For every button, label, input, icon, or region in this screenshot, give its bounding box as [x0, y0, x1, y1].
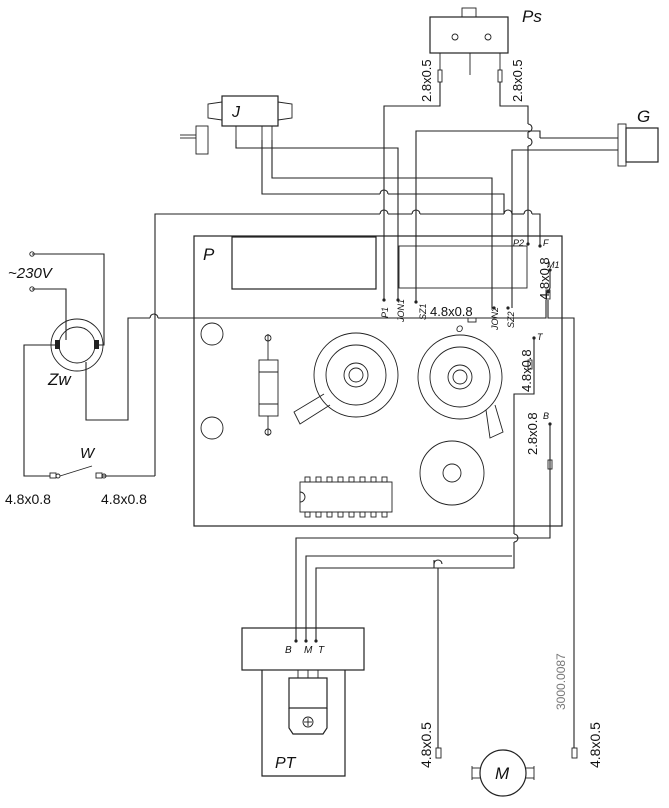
part-number-label: 3000.0087 — [554, 653, 568, 710]
supply-label: ~230V — [8, 265, 54, 282]
ic-pin — [348, 476, 355, 483]
ic-pin — [359, 511, 366, 518]
pcb-board: P — [193, 235, 563, 527]
ic-pin — [315, 476, 322, 483]
pcb-outline — [193, 235, 563, 527]
motor-right-connector-label: 4.8x0.5 — [587, 722, 603, 768]
motor-m: M — [435, 747, 578, 797]
pt-module: PT B M T — [241, 627, 365, 777]
motor-label: M — [495, 764, 510, 783]
ic-pin — [315, 511, 322, 518]
terminal-jon2-label: JON2 — [490, 307, 500, 331]
w-label: W — [80, 445, 96, 462]
ps-left-connector-label: 2.8x0.5 — [419, 59, 434, 102]
terminal-p2-label: P2 — [513, 238, 524, 248]
terminal-p1-label: P1 — [380, 307, 390, 318]
switch-left-connector-label: 4.8x0.8 — [5, 491, 51, 507]
zw-label: Zw — [47, 370, 72, 389]
pcb-label: P — [203, 245, 215, 264]
terminal-o-label: O — [456, 324, 463, 334]
switch-right-connector-label: 4.8x0.8 — [101, 491, 147, 507]
pcb-o-connector-label: 4.8x0.8 — [430, 304, 473, 319]
fuse-icon — [258, 334, 279, 436]
j-body — [221, 95, 279, 127]
terminal-sz2-label: SZ2 — [506, 311, 516, 328]
pcb-display — [231, 236, 377, 290]
terminal-jon1-label: JON1 — [396, 299, 406, 323]
motor-left-connector-label: 4.8x0.5 — [418, 722, 434, 768]
pt-t-label: T — [318, 645, 325, 656]
potentiometer-right-icon — [417, 334, 504, 439]
terminal-b-label: B — [543, 411, 549, 421]
ps-body — [429, 16, 509, 54]
ic-pin — [304, 511, 311, 518]
pt-top-block — [241, 627, 365, 671]
buzzer-icon — [419, 440, 485, 506]
pcb-mount-hole-top — [200, 322, 224, 346]
pcb-t-connector-label: 4.8x0.8 — [519, 349, 534, 392]
ic-pin — [326, 511, 333, 518]
terminal-sz1-label: SZ1 — [418, 303, 428, 320]
ic-pin — [381, 511, 388, 518]
pt-screw-icon — [302, 716, 314, 728]
pt-b-label: B — [285, 645, 292, 656]
ic-chip-icon — [299, 476, 393, 518]
g-body — [625, 127, 659, 163]
ic-pin — [381, 476, 388, 483]
pcb-relay-block — [398, 245, 528, 289]
mains-supply: ~230V — [8, 251, 54, 292]
pt-relay — [288, 677, 328, 709]
probe-icon — [195, 125, 209, 155]
pressure-switch-ps: Ps — [429, 7, 542, 83]
ic-pin — [326, 476, 333, 483]
terminal-t-label: T — [537, 332, 544, 342]
motor-circle — [479, 749, 527, 797]
wiring — [23, 82, 575, 748]
ic-pin — [337, 476, 344, 483]
ic-pin — [359, 476, 366, 483]
transformer-zw: Zw — [47, 318, 104, 389]
ic-pin — [304, 476, 311, 483]
potentiometer-left-icon — [293, 332, 399, 425]
j-label: J — [231, 104, 241, 121]
ic-pin — [337, 511, 344, 518]
ic-pin — [348, 511, 355, 518]
pt-label: PT — [275, 755, 297, 772]
terminal-m1-label: M1 — [547, 260, 560, 270]
gas-valve-g: G — [540, 107, 659, 167]
ic-pin — [370, 511, 377, 518]
ps-label: Ps — [522, 7, 542, 26]
ps-right-connector-label: 2.8x0.5 — [510, 59, 525, 102]
terminal-f-label: F — [543, 238, 549, 248]
switch-w: W — [49, 445, 107, 479]
pt-body — [261, 670, 346, 777]
g-label: G — [637, 107, 650, 126]
pt-m-label: M — [304, 645, 313, 656]
sensor-j: J — [180, 95, 293, 155]
pcb-m1-connector-label: 4.8x0.8 — [537, 257, 552, 300]
pcb-b-connector-label: 2.8x0.8 — [525, 412, 540, 455]
ic-pin — [370, 476, 377, 483]
pcb-mount-hole-bottom — [200, 416, 224, 440]
